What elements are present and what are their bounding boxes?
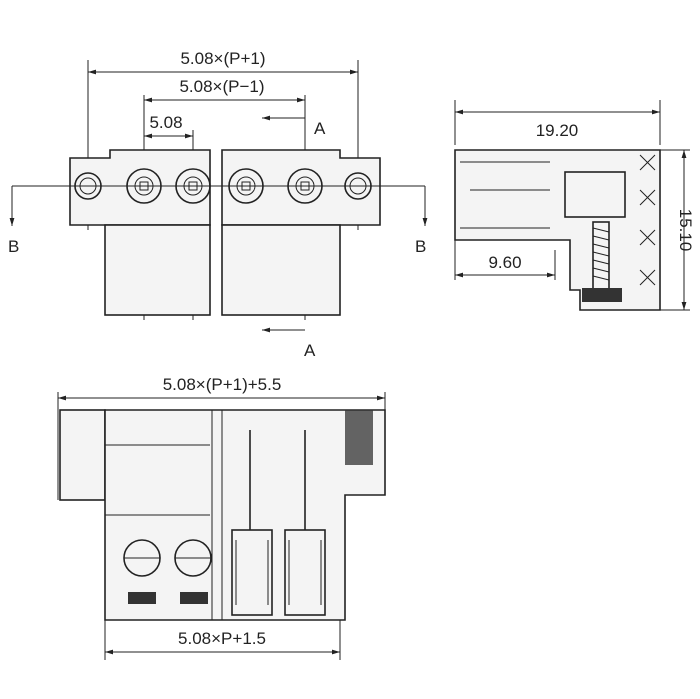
dim-width-label: 19.20 [536, 121, 579, 140]
dim-pitch-label: 5.08 [149, 113, 182, 132]
dim-depth-label: 9.60 [488, 253, 521, 272]
dim-height-label: 15.10 [676, 209, 695, 252]
dim-overall-label: 5.08×(P+1) [180, 49, 265, 68]
section-a-top: A [314, 119, 326, 138]
dim-inner-label: 5.08×(P−1) [179, 77, 264, 96]
section-a-bottom: A [304, 341, 316, 360]
side-view: 19.20 15.10 9.60 [454, 100, 695, 311]
screw [582, 221, 622, 302]
section-b-left: B [8, 237, 19, 256]
wire-clamps [231, 430, 326, 616]
front-view: 5.08×(P+1) 5.08×(P−1) 5.08 B B A A [8, 49, 428, 360]
dim-top-label: 5.08×(P+1)+5.5 [163, 375, 282, 394]
dim-bottom-label: 5.08×P+1.5 [178, 629, 266, 648]
bottom-view: 5.08×(P+1)+5.5 5.08×P+1.5 [57, 375, 386, 660]
section-b-right: B [415, 237, 426, 256]
